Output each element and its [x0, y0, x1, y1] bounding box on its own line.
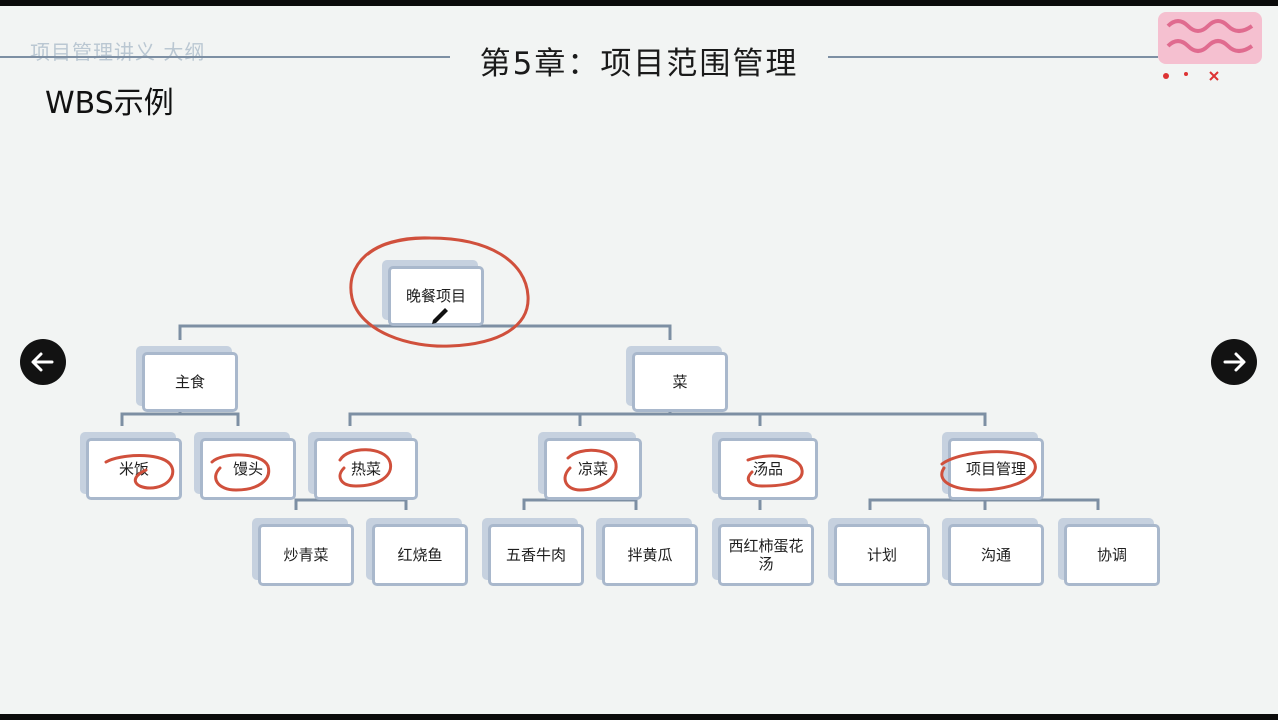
wbs-node-cold-dishes-label: 凉菜 [577, 460, 608, 478]
wbs-node-plan[interactable]: 计划 [834, 524, 930, 586]
prev-slide-button[interactable] [20, 339, 66, 385]
pen-cursor-icon [432, 308, 448, 324]
wbs-node-braised-fish[interactable]: 红烧鱼 [372, 524, 468, 586]
next-slide-button[interactable] [1211, 339, 1257, 385]
wbs-node-staple[interactable]: 主食 [142, 352, 238, 412]
wbs-node-stir-fried-greens[interactable]: 炒青菜 [258, 524, 354, 586]
chapter-header: 第5章：项目范围管理 [0, 38, 1278, 83]
wbs-node-hot-dishes-label: 热菜 [350, 460, 381, 478]
wbs-node-buns-label: 馒头 [232, 460, 263, 478]
wbs-node-buns[interactable]: 馒头 [200, 438, 296, 500]
wbs-node-soup[interactable]: 汤品 [718, 438, 818, 500]
wbs-node-stir-fried-greens-label: 炒青菜 [283, 546, 329, 564]
wbs-node-soup-label: 汤品 [752, 460, 783, 478]
wbs-node-dishes-label: 菜 [672, 373, 688, 391]
slide: 项目管理讲义 大纲 第5章：项目范围管理 WBS示例 [0, 6, 1278, 714]
header-rule-left [0, 56, 450, 58]
arrow-left-icon [31, 352, 54, 372]
slide-title: WBS示例 [45, 86, 174, 121]
wbs-node-plan-label: 计划 [866, 546, 897, 564]
wbs-node-rice-label: 米饭 [118, 460, 149, 478]
wbs-node-cucumber-salad[interactable]: 拌黄瓜 [602, 524, 698, 586]
wbs-node-braised-fish-label: 红烧鱼 [397, 546, 443, 564]
wbs-node-staple-label: 主食 [174, 373, 205, 391]
wbs-node-coordinate[interactable]: 协调 [1064, 524, 1160, 586]
watermark-text: 项目管理讲义 大纲 [30, 40, 206, 64]
wbs-node-root-label: 晚餐项目 [405, 287, 466, 305]
wbs-node-hot-dishes[interactable]: 热菜 [314, 438, 418, 500]
header-rule-right [828, 56, 1158, 58]
wbs-node-coordinate-label: 协调 [1096, 546, 1127, 564]
channel-logo-watermark [1158, 12, 1262, 81]
wbs-node-communicate-label: 沟通 [980, 546, 1011, 564]
wbs-node-cucumber-salad-label: 拌黄瓜 [627, 546, 673, 564]
wbs-node-rice[interactable]: 米饭 [86, 438, 182, 500]
wbs-node-spiced-beef-label: 五香牛肉 [505, 546, 566, 564]
wbs-node-project-management-label: 项目管理 [965, 460, 1026, 478]
wbs-node-dishes[interactable]: 菜 [632, 352, 728, 412]
wbs-node-tomato-egg-soup-label: 西红柿蛋花汤 [728, 537, 804, 573]
wbs-node-project-management[interactable]: 项目管理 [948, 438, 1044, 500]
wbs-node-tomato-egg-soup[interactable]: 西红柿蛋花汤 [718, 524, 814, 586]
wbs-node-cold-dishes[interactable]: 凉菜 [544, 438, 642, 500]
wbs-node-communicate[interactable]: 沟通 [948, 524, 1044, 586]
wbs-node-spiced-beef[interactable]: 五香牛肉 [488, 524, 584, 586]
arrow-right-icon [1223, 352, 1246, 372]
chapter-header-text: 第5章：项目范围管理 [469, 46, 809, 82]
